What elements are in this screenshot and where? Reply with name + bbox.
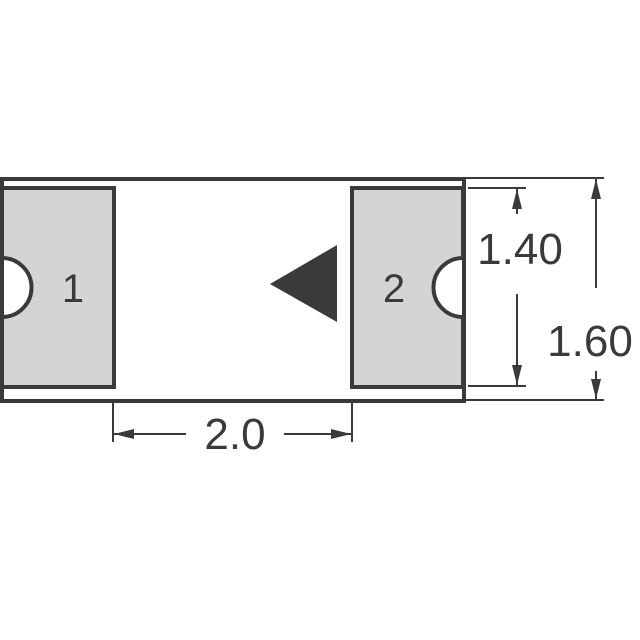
dimension-pad-height: 1.40: [468, 187, 563, 387]
pad-spacing-value: 2.0: [204, 410, 265, 459]
dimension-body-height: 1.60: [466, 177, 633, 401]
body-height-value: 1.60: [547, 317, 633, 366]
pad-2: [350, 186, 465, 389]
pad-1: [0, 186, 116, 389]
pad-2-label: 2: [383, 267, 405, 311]
pad-height-value: 1.40: [477, 225, 563, 274]
polarity-triangle-icon: [270, 245, 337, 322]
pad-1-label: 1: [62, 267, 84, 311]
dimension-pad-spacing: 2.0: [112, 400, 353, 459]
